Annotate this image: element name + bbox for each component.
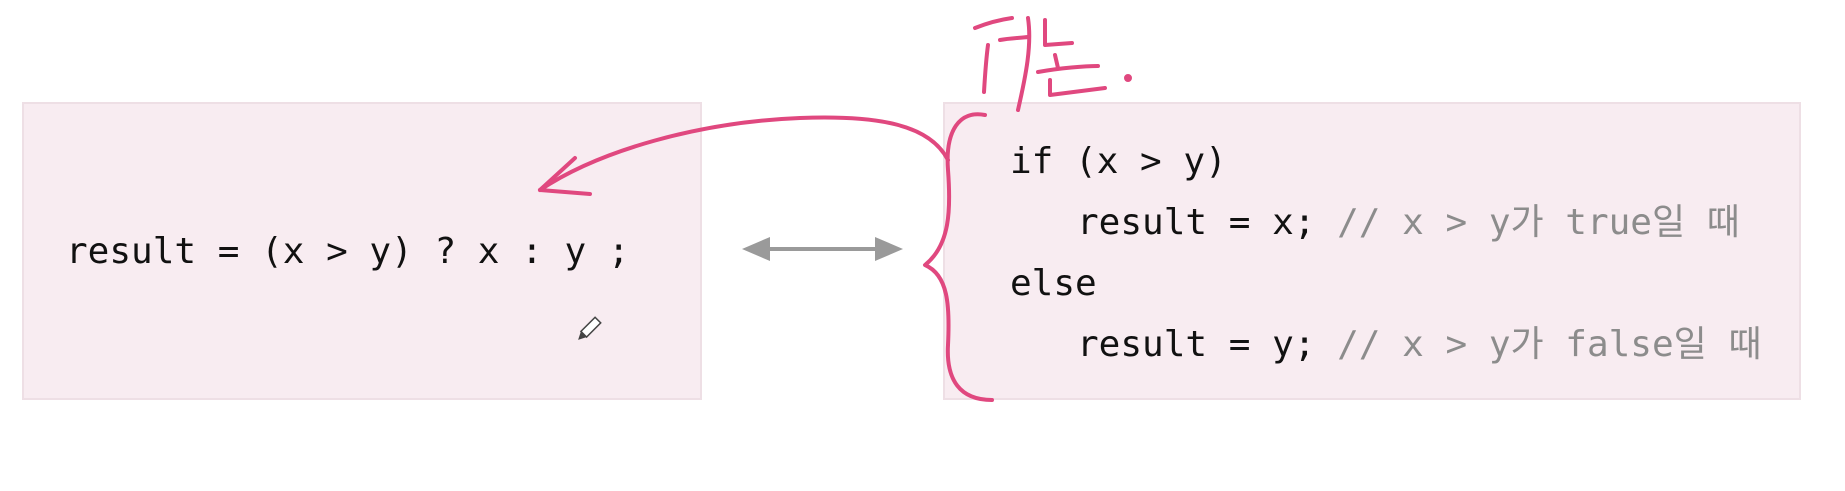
else-line: else [1010,263,1097,304]
true-branch-comment: // x > y가 true일 때 [1315,202,1740,243]
handwritten-brace [923,112,994,402]
pencil-cursor-icon [578,316,602,340]
ternary-expression: result = (x > y) ? x : y ; [66,231,630,272]
ternary-code-box [22,102,702,400]
true-branch-line: result = x; // x > y가 true일 때 [1077,205,1740,241]
if-line: if (x > y) [1010,141,1227,182]
true-branch-code: result = x; [1077,202,1316,243]
false-branch-code: result = y; [1077,324,1316,365]
false-branch-line: result = y; // x > y가 false일 때 [1077,327,1762,363]
if-else-code-box [943,102,1801,400]
double-arrow-icon [742,237,903,261]
handwritten-if-label [973,16,1132,112]
false-branch-comment: // x > y가 false일 때 [1315,324,1762,365]
handwritten-arrow [538,115,950,196]
